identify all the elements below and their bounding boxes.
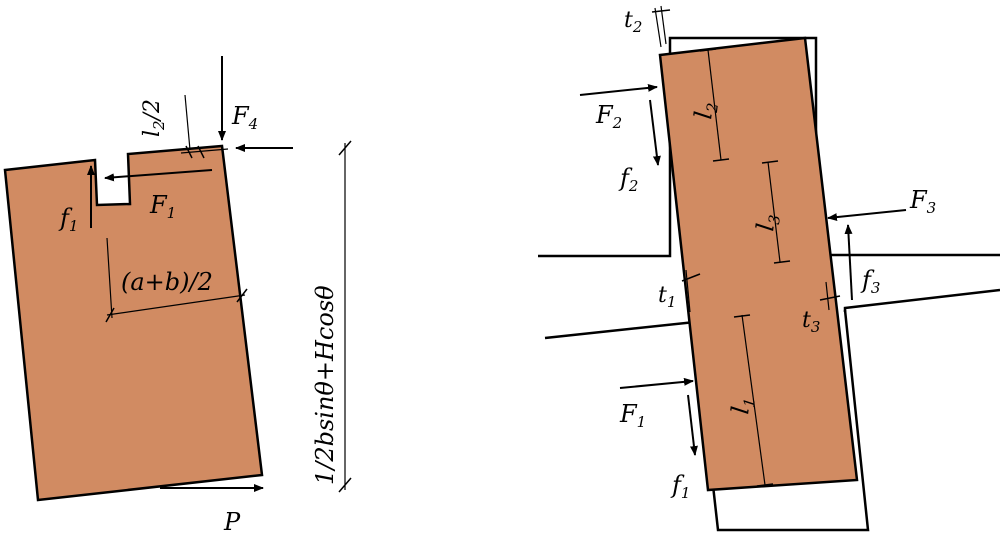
height-expression-label: 1/2bsinθ+Hcosθ — [311, 285, 339, 485]
l1-tick-bottom — [756, 483, 774, 487]
l2-dimension — [707, 49, 722, 161]
ab-half-ext-left — [106, 237, 113, 319]
ground-upper — [538, 36, 1000, 258]
p-label: P — [223, 508, 241, 536]
height-tick-top — [338, 140, 352, 156]
l2-tick-top — [699, 48, 717, 52]
l2-tick-bottom — [712, 158, 730, 162]
f2-force-arrow — [579, 83, 658, 96]
t2-ext-left — [654, 7, 662, 48]
l3-tick-bottom — [773, 260, 791, 264]
t2-tick — [651, 9, 671, 13]
t1-ext-left — [685, 269, 691, 313]
l2-label: l2 — [689, 100, 722, 121]
t1-tick — [681, 273, 701, 282]
l1-dimension — [741, 314, 766, 486]
right-block — [658, 36, 859, 492]
ab-half-dimension — [106, 294, 246, 316]
t1-label: t1 — [658, 283, 676, 311]
t2-ext-right — [660, 5, 667, 45]
l3-label: l3 — [751, 212, 784, 233]
height-tick-bottom — [338, 477, 352, 493]
l2-half-leader — [184, 94, 191, 151]
right-figure: t2 F2 l2 f2 l3 F3 f3 t1 t3 l1 F1 — [538, 5, 1000, 532]
l2-half-label: l2/2 — [140, 99, 168, 137]
f1-right-friction-label: f1 — [670, 471, 690, 502]
f3-friction-label: f3 — [860, 266, 880, 297]
f1-right-force-arrow — [619, 377, 694, 389]
ab-half-tick-left — [105, 307, 115, 323]
t3-label: t3 — [802, 308, 820, 336]
f1-force-label: F1 — [149, 191, 176, 222]
ab-half-tick-right — [236, 288, 248, 303]
left-figure: l2/2 F4 F1 f1 (a+b)/2 1/2bsinθ+Hcosθ P — [3, 56, 352, 536]
l1-label: l1 — [726, 395, 759, 416]
f4-label: F4 — [231, 102, 258, 133]
f3-friction-arrow — [844, 224, 853, 301]
f2-force-label: F2 — [595, 101, 622, 132]
t3-ext — [825, 281, 830, 311]
ab-half-label: (a+b)/2 — [121, 268, 213, 296]
l3-tick-top — [761, 160, 779, 164]
left-block — [3, 144, 264, 502]
f2-friction-label: f2 — [618, 164, 638, 195]
t3-tick — [819, 295, 841, 301]
f2-friction-arrow — [649, 99, 661, 166]
f1-right-force-label: F1 — [619, 400, 646, 431]
f1-force-arrow — [104, 169, 213, 182]
l2-half-tick-a — [185, 145, 193, 159]
t2-label: t2 — [624, 8, 642, 36]
f3-force-label: F3 — [909, 186, 936, 217]
f1-right-friction-arrow — [687, 394, 698, 456]
l1-tick-top — [733, 314, 751, 318]
ground-lower — [544, 320, 697, 340]
f3-force-arrow — [827, 209, 907, 222]
l3-dimension — [767, 161, 781, 263]
l2-half-tick-b — [197, 145, 205, 159]
